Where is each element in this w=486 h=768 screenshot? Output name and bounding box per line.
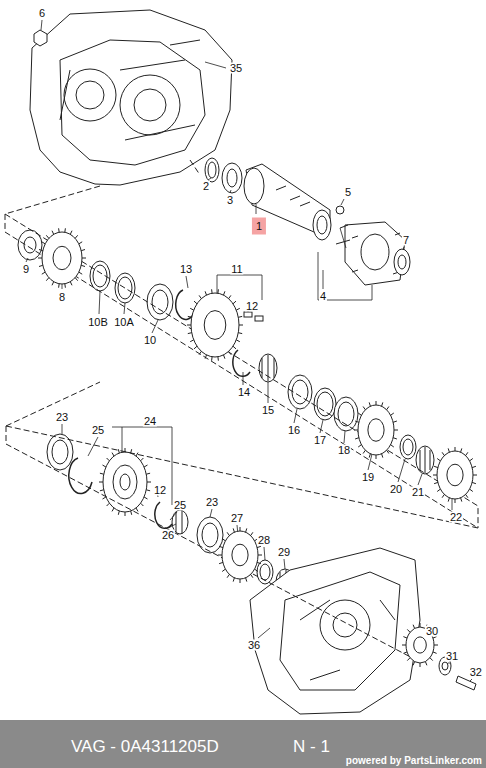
callout-number: 25 xyxy=(91,425,105,436)
callout-number: 27 xyxy=(230,513,244,524)
callout-number: 3 xyxy=(226,195,234,206)
callout-number: 19 xyxy=(361,472,375,483)
callout-number: 35 xyxy=(229,63,243,74)
gear-bore xyxy=(232,544,248,566)
gear xyxy=(42,232,82,284)
callout-number: 25 xyxy=(173,500,187,511)
callout-number: 1 xyxy=(252,218,266,235)
callout-number: 7 xyxy=(402,235,410,246)
callout-number: 22 xyxy=(449,512,463,523)
part-number: VAG - 0A4311205D xyxy=(70,738,220,755)
callout-number: 30 xyxy=(425,626,439,637)
callout-number: 29 xyxy=(277,547,291,558)
callout-number: 21 xyxy=(411,487,425,498)
callout-number: 2 xyxy=(202,181,210,192)
callout-number: 17 xyxy=(313,435,327,446)
callout-number: 12 xyxy=(245,301,259,312)
callout-number: 10 xyxy=(143,335,157,346)
exploded-view xyxy=(0,0,486,720)
gear-teeth xyxy=(38,228,86,287)
callout-number: 26 xyxy=(161,530,175,541)
callout-number: 12 xyxy=(153,485,167,496)
gear-teeth xyxy=(99,448,151,516)
gear xyxy=(191,293,239,357)
callout-number: 18 xyxy=(337,445,351,456)
watermark: powered by PartsLinker.com xyxy=(345,756,483,766)
gearbox-housing xyxy=(30,10,232,185)
callout-number: 20 xyxy=(389,484,403,495)
callout-number: 10B xyxy=(87,317,109,328)
gear-teeth xyxy=(218,527,262,583)
gear-teeth xyxy=(187,289,243,360)
gear xyxy=(437,451,473,499)
gear-bore xyxy=(368,419,384,442)
gear xyxy=(358,405,394,455)
callout-number: 8 xyxy=(58,292,66,303)
position-code: N - 1 xyxy=(292,738,331,755)
gear-teeth xyxy=(433,447,477,503)
callout-number: 16 xyxy=(287,425,301,436)
callout-number: 23 xyxy=(55,412,69,423)
gear-bore xyxy=(414,637,427,653)
nut xyxy=(34,30,47,46)
callout-number: 31 xyxy=(445,651,459,662)
callout-number: 10A xyxy=(113,317,135,328)
callout-number: 4 xyxy=(319,291,327,302)
callout-number: 14 xyxy=(237,387,251,398)
callout-number: 28 xyxy=(257,535,271,546)
gear xyxy=(222,531,258,579)
gear-bore xyxy=(53,246,71,269)
callout-number: 36 xyxy=(247,640,261,651)
gear-teeth xyxy=(354,401,398,459)
gearbox-housing xyxy=(250,548,420,714)
callout-number: 23 xyxy=(205,497,219,508)
callout-number: 13 xyxy=(179,264,193,275)
callout-number: 5 xyxy=(344,187,352,198)
callout-number: 15 xyxy=(261,405,275,416)
callout-number: 24 xyxy=(143,416,157,427)
callout-number: 11 xyxy=(230,264,243,275)
callout-number: 9 xyxy=(22,264,30,275)
gear-bore xyxy=(204,311,226,340)
callout-number: 6 xyxy=(38,8,46,19)
callout-number: 32 xyxy=(469,667,483,678)
gear-bore xyxy=(447,464,463,486)
